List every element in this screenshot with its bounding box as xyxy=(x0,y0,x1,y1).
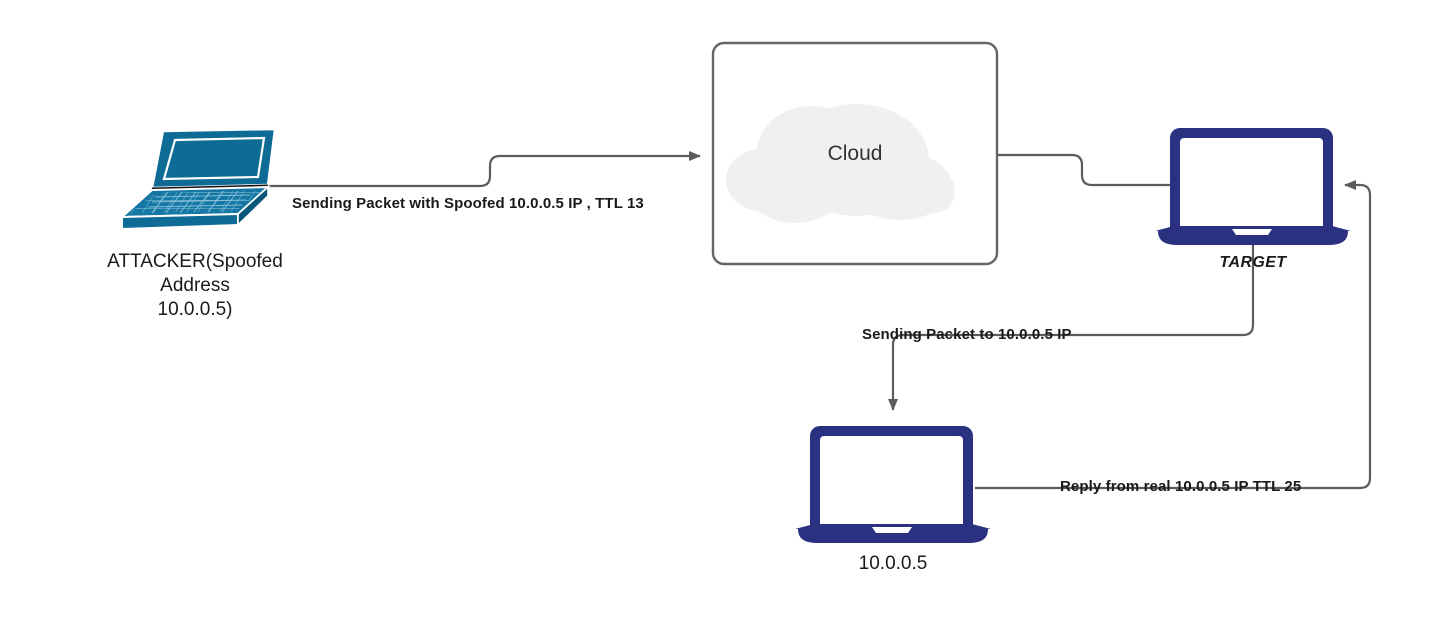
cloud-label: Cloud xyxy=(827,142,883,165)
edge-label-victim-to-target: Reply from real 10.0.0.5 IP TTL 25 xyxy=(1060,478,1302,495)
attacker-laptop-icon[interactable] xyxy=(119,127,277,231)
cloud-icon xyxy=(726,104,955,223)
victim-label: 10.0.0.5 xyxy=(858,553,928,574)
attacker-caption-line-3: 10.0.0.5) xyxy=(157,298,233,320)
cloud-box[interactable] xyxy=(711,41,999,266)
attacker-caption-line-2: Address xyxy=(160,274,230,296)
connector-cloud-to-target xyxy=(997,153,1176,187)
attacker-caption: ATTACKER(Spoofed Address 10.0.0.5) xyxy=(75,250,315,321)
target-label: TARGET xyxy=(1219,254,1287,271)
connector-attacker-to-cloud xyxy=(265,151,701,188)
victim-laptop-icon[interactable] xyxy=(795,426,991,543)
edge-label-target-to-victim: Sending Packet to 10.0.0.5 IP xyxy=(862,326,1072,343)
edge-label-attacker-to-cloud: Sending Packet with Spoofed 10.0.0.5 IP … xyxy=(292,195,644,212)
attacker-caption-line-1: ATTACKER(Spoofed xyxy=(107,251,283,272)
connector-victim-to-target xyxy=(975,180,1372,490)
connector-target-to-victim xyxy=(888,245,1255,411)
target-laptop-icon[interactable] xyxy=(1155,128,1351,245)
